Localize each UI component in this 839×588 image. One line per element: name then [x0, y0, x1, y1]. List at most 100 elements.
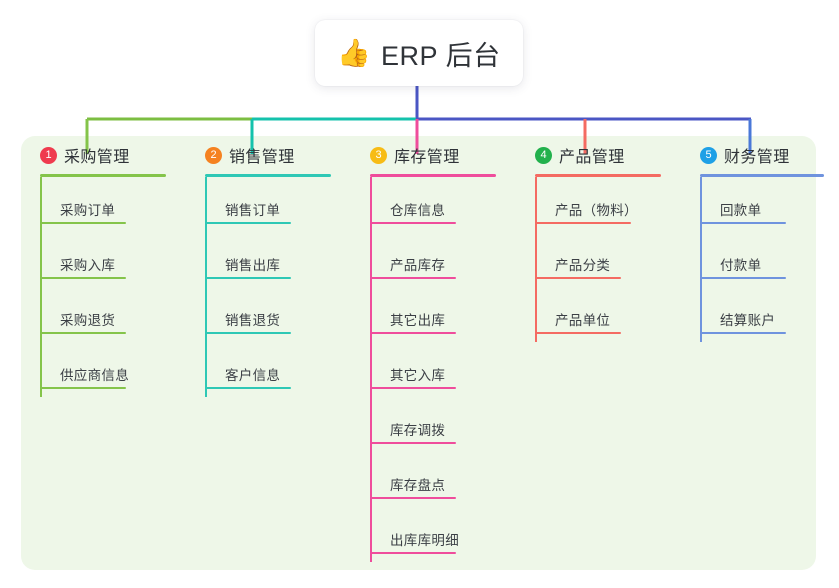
leaf-item[interactable]: 销售订单: [205, 177, 351, 232]
branch-children-4: 产品（物料） 产品分类产品单位: [535, 177, 681, 342]
branch-stem-5: [700, 177, 702, 342]
branch-children-2: 销售订单销售出库销售退货客户信息: [205, 177, 351, 397]
leaf-item[interactable]: 仓库信息: [370, 177, 516, 232]
leaf-underline: [370, 552, 456, 554]
thumbs-up-icon: 👍: [337, 37, 372, 68]
leaf-label: 产品库存: [390, 258, 446, 273]
branch-underline-3: [370, 174, 496, 177]
leaf-underline: [40, 332, 126, 334]
leaf-underline: [205, 222, 291, 224]
leaf-underline: [205, 332, 291, 334]
leaf-label: 客户信息: [225, 368, 281, 383]
leaf-item[interactable]: 其它出库: [370, 287, 516, 342]
leaf-underline: [700, 332, 786, 334]
branch-underline-1: [40, 174, 166, 177]
branch-stem-1: [40, 177, 42, 397]
branch-column-3: 3 库存管理仓库信息产品库存其它出库其它入库库存调拨库存盘点出库库明细: [351, 136, 516, 562]
leaf-underline: [40, 222, 126, 224]
branch-title-3: 库存管理: [394, 149, 460, 166]
leaf-underline: [700, 277, 786, 279]
root-node-title: ERP 后台: [381, 40, 501, 71]
leaf-underline: [40, 277, 126, 279]
leaf-underline: [40, 387, 126, 389]
leaf-label: 供应商信息: [60, 368, 129, 383]
leaf-label: 产品单位: [555, 313, 611, 328]
leaf-label: 出库库明细: [390, 533, 459, 548]
leaf-label: 产品分类: [555, 258, 611, 273]
branch-underline-2: [205, 174, 331, 177]
branch-title-5: 财务管理: [724, 149, 790, 166]
leaf-underline: [535, 222, 631, 224]
leaf-label: 其它出库: [390, 313, 446, 328]
leaf-item[interactable]: 采购订单: [40, 177, 186, 232]
leaf-underline: [370, 497, 456, 499]
leaf-label: 付款单: [720, 258, 762, 273]
leaf-item[interactable]: 结算账户: [700, 287, 839, 342]
leaf-item[interactable]: 采购入库: [40, 232, 186, 287]
branch-column-1: 1 采购管理采购订单采购入库采购退货供应商信息: [21, 136, 186, 397]
leaf-underline: [535, 277, 621, 279]
leaf-label: 库存调拨: [390, 423, 446, 438]
leaf-label: 销售退货: [225, 313, 281, 328]
leaf-item[interactable]: 库存盘点: [370, 452, 516, 507]
root-node[interactable]: 👍 ERP 后台: [315, 20, 523, 86]
leaf-item[interactable]: 付款单: [700, 232, 839, 287]
leaf-item[interactable]: 库存调拨: [370, 397, 516, 452]
leaf-label: 销售出库: [225, 258, 281, 273]
leaf-item[interactable]: 产品库存: [370, 232, 516, 287]
leaf-item[interactable]: 销售出库: [205, 232, 351, 287]
branch-header-1[interactable]: 1 采购管理: [21, 136, 186, 174]
leaf-item[interactable]: 销售退货: [205, 287, 351, 342]
branch-column-4: 4 产品管理产品（物料） 产品分类产品单位: [516, 136, 681, 342]
branch-column-5: 5 财务管理回款单付款单结算账户: [681, 136, 839, 342]
leaf-label: 采购入库: [60, 258, 116, 273]
leaf-item[interactable]: 其它入库: [370, 342, 516, 397]
leaf-underline: [205, 387, 291, 389]
branch-badge-1: 1: [40, 146, 57, 164]
leaf-item[interactable]: 采购退货: [40, 287, 186, 342]
branch-underline-4: [535, 174, 661, 177]
leaf-label: 销售订单: [225, 203, 281, 218]
branch-badge-5: 5: [700, 146, 717, 164]
branch-children-5: 回款单付款单结算账户: [700, 177, 839, 342]
branch-header-5[interactable]: 5 财务管理: [681, 136, 839, 174]
branch-stem-2: [205, 177, 207, 397]
leaf-label: 产品（物料）: [555, 203, 638, 218]
branch-column-2: 2 销售管理销售订单销售出库销售退货客户信息: [186, 136, 351, 397]
branch-header-2[interactable]: 2 销售管理: [186, 136, 351, 174]
branch-children-1: 采购订单采购入库采购退货供应商信息: [40, 177, 186, 397]
branch-children-3: 仓库信息产品库存其它出库其它入库库存调拨库存盘点出库库明细: [370, 177, 516, 562]
branch-badge-2: 2: [205, 146, 222, 164]
leaf-label: 采购订单: [60, 203, 116, 218]
leaf-item[interactable]: 产品分类: [535, 232, 681, 287]
leaf-underline: [370, 332, 456, 334]
branch-badge-3: 3: [370, 146, 387, 164]
leaf-label: 结算账户: [720, 313, 776, 328]
branch-stem-3: [370, 177, 372, 562]
leaf-underline: [205, 277, 291, 279]
branch-stem-4: [535, 177, 537, 342]
leaf-item[interactable]: 供应商信息: [40, 342, 186, 397]
branch-header-4[interactable]: 4 产品管理: [516, 136, 681, 174]
leaf-item[interactable]: 产品（物料）: [535, 177, 681, 232]
leaf-label: 仓库信息: [390, 203, 446, 218]
leaf-label: 采购退货: [60, 313, 116, 328]
leaf-underline: [370, 442, 456, 444]
branch-badge-4: 4: [535, 146, 552, 164]
leaf-label: 库存盘点: [390, 478, 446, 493]
leaf-item[interactable]: 回款单: [700, 177, 839, 232]
branch-columns: 1 采购管理采购订单采购入库采购退货供应商信息 2 销售管理销售订单销售出库销售退货客…: [21, 136, 824, 570]
branch-title-4: 产品管理: [559, 149, 625, 166]
leaf-item[interactable]: 客户信息: [205, 342, 351, 397]
branch-header-3[interactable]: 3 库存管理: [351, 136, 516, 174]
branch-title-1: 采购管理: [64, 149, 130, 166]
leaf-item[interactable]: 产品单位: [535, 287, 681, 342]
leaf-item[interactable]: 出库库明细: [370, 507, 516, 562]
leaf-underline: [370, 277, 456, 279]
leaf-label: 回款单: [720, 203, 762, 218]
leaf-underline: [700, 222, 786, 224]
branch-underline-5: [700, 174, 824, 177]
branch-title-2: 销售管理: [229, 149, 295, 166]
leaf-underline: [370, 387, 456, 389]
